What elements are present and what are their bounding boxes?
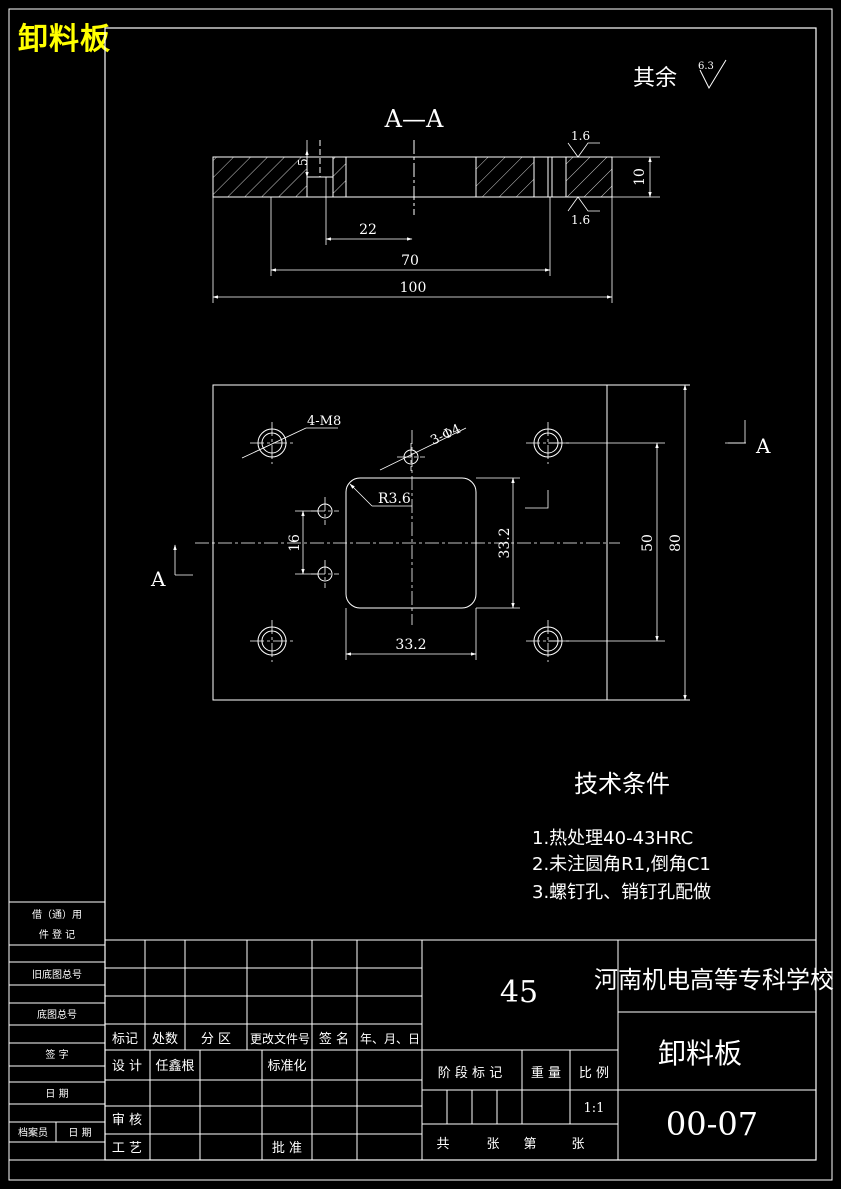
section-dimensions [212,140,660,303]
plan-view [195,384,690,701]
tb-sign-name: 签 名 [319,1031,349,1047]
tb-part-name: 卸料板 [658,1037,742,1070]
tb-sheets: 张 [486,1137,499,1152]
roughness-other-label: 其余 [633,66,677,91]
sheet-border [8,8,833,1181]
tb-change-doc: 更改文件号 [250,1031,310,1046]
tb-approve: 批 准 [272,1141,302,1156]
tb-total: 共 [436,1137,449,1152]
tb-count: 处数 [152,1032,178,1047]
tb-stage: 阶 段 标 记 [438,1066,502,1081]
tb-mark: 标记 [112,1032,138,1047]
tech-title: 技术条件 [574,770,670,798]
cut-label-right: A [755,434,771,458]
tb-standard: 标准化 [267,1059,306,1074]
tb-sheet: 张 [571,1137,584,1152]
roughness-top-value: 1.6 [571,129,590,143]
tb-school: 河南机电高等专科学校 [594,966,834,994]
plan-dimensions [173,384,746,701]
roughness-other-value: 6.3 [698,61,714,72]
tech-item-3: 3.螺钉孔、销钉孔配做 [532,882,711,903]
label-4-m8: 4-M8 [307,414,341,429]
strip-record: 件 登 记 [39,928,75,941]
section-label: A—A [384,105,444,133]
roughness-bottom-value: 1.6 [571,213,590,227]
tb-ymd: 年、月、日 [360,1032,420,1046]
tb-design: 设 计 [112,1059,142,1074]
dim-5: 5 [296,158,310,166]
tb-scale: 1:1 [584,1101,605,1116]
tb-material: 45 [500,975,538,1010]
dim-33-2-horizontal: 33.2 [395,637,426,653]
tb-sheet-no: 第 [523,1137,536,1152]
cut-label-left: A [150,567,166,591]
tech-item-1: 1.热处理40-43HRC [532,828,693,849]
dim-50: 50 [640,534,656,552]
strip-borrow: 借（通）用 [32,909,82,921]
strip-archivist-date: 日 期 [68,1127,91,1139]
title-block [104,939,817,1161]
tb-process: 工 艺 [112,1141,142,1156]
tb-designer: 任鑫根 [155,1058,194,1074]
dim-22: 22 [359,222,377,238]
drawing-title-label: 卸料板 [18,22,111,57]
dim-10: 10 [632,168,648,186]
strip-date: 日 期 [45,1088,68,1100]
strip-archivist: 档案员 [18,1126,48,1139]
tb-scale-label: 比 例 [579,1066,609,1081]
dim-80: 80 [668,534,684,552]
strip-old-base: 旧底图总号 [32,968,82,981]
strip-sign: 签 字 [45,1048,68,1061]
strip-base: 底图总号 [37,1008,77,1021]
dim-16: 16 [287,534,303,552]
roughness-other-symbol [699,59,727,90]
tb-zone: 分 区 [201,1032,231,1047]
dim-100: 100 [400,280,427,296]
label-3-d4: 3-Φ4 [428,422,463,449]
tech-item-2: 2.未注圆角R1,倒角C1 [532,854,711,875]
dim-70: 70 [401,253,419,269]
tb-check: 审 核 [112,1113,142,1128]
label-r3-6: R3.6 [378,491,411,507]
tb-drawing-no: 00-07 [666,1105,758,1143]
tb-weight: 重 量 [531,1065,561,1081]
dim-33-2-vertical: 33.2 [497,527,513,558]
section-view [212,140,613,215]
left-strip [8,901,106,1161]
